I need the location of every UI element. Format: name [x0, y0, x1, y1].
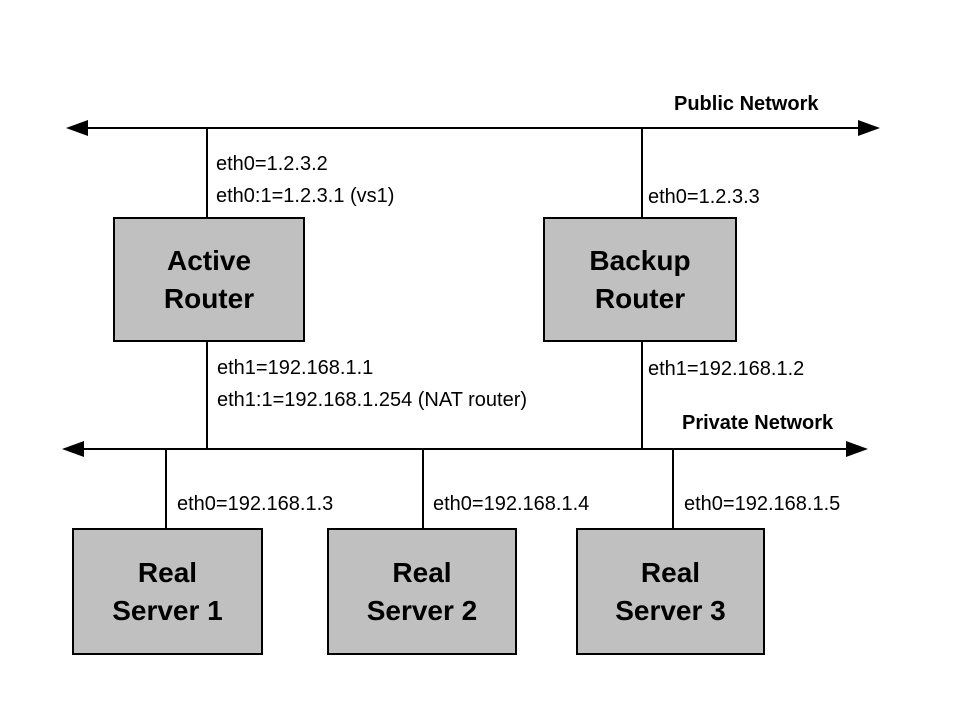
real-server-2-eth0-label: eth0=192.168.1.4 [433, 493, 590, 515]
backup-router-eth0-label: eth0=1.2.3.3 [648, 186, 760, 208]
private-network-label: Private Network [682, 412, 834, 434]
private-network-line [66, 448, 850, 450]
active-router-eth1-alias-label: eth1:1=192.168.1.254 (NAT router) [217, 389, 528, 411]
real-server-2-name-line1: Real [392, 556, 452, 588]
backup-router-eth1-label: eth1=192.168.1.2 [648, 358, 805, 380]
connector-private-to-real-server-2 [422, 448, 424, 528]
backup-router-name-line2: Router [594, 282, 686, 314]
private-left-arrowhead-icon [62, 441, 84, 457]
connector-private-to-real-server-3 [672, 448, 674, 528]
real-server-3-name-line1: Real [640, 556, 701, 588]
active-router-name-line2: Router [163, 282, 255, 314]
real-server-1-name-line2: Server 1 [112, 594, 223, 626]
connector-public-to-backup-router [641, 127, 643, 217]
active-router-eth0-label: eth0=1.2.3.2 [216, 153, 328, 175]
connector-active-router-to-private [206, 342, 208, 449]
active-router-eth0-alias-label: eth0:1=1.2.3.1 (vs1) [216, 185, 395, 207]
connector-public-to-active-router [206, 127, 208, 217]
public-network-label: Public Network [674, 93, 819, 115]
public-network-line [70, 127, 862, 129]
private-right-arrowhead-icon [846, 441, 868, 457]
connector-backup-router-to-private [641, 342, 643, 449]
real-server-3-name-line2: Server 3 [615, 594, 726, 626]
real-server-3-eth0-label: eth0=192.168.1.5 [684, 493, 841, 515]
public-left-arrowhead-icon [66, 120, 88, 136]
real-server-1-name-line1: Real [137, 556, 198, 588]
real-server-1-box: Real Server 1 [72, 528, 263, 655]
active-router-name-line1: Active [166, 244, 252, 276]
real-server-1-eth0-label: eth0=192.168.1.3 [177, 493, 334, 515]
connector-private-to-real-server-1 [165, 448, 167, 528]
active-router-eth1-label: eth1=192.168.1.1 [217, 357, 374, 379]
real-server-2-box: Real Server 2 [327, 528, 517, 655]
active-router-box: Active Router [113, 217, 305, 342]
real-server-3-box: Real Server 3 [576, 528, 765, 655]
backup-router-name-line1: Backup [589, 244, 691, 276]
backup-router-box: Backup Router [543, 217, 737, 342]
real-server-2-name-line2: Server 2 [366, 594, 478, 626]
public-right-arrowhead-icon [858, 120, 880, 136]
